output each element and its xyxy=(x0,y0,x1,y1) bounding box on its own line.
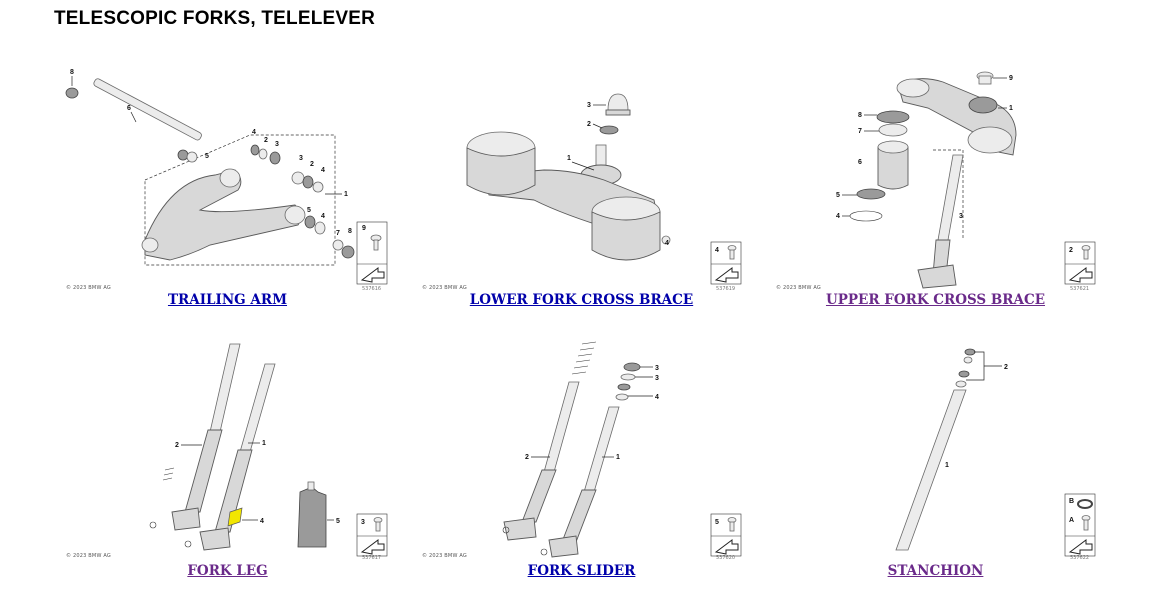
ring-icon xyxy=(1077,499,1093,509)
callout-label: 6 xyxy=(127,105,131,112)
callout-label: 3 xyxy=(299,155,303,162)
diagram-card-upper-fork-cross-brace: 9 8 7 6 5 4 1 3 2 © 2023 BMW AG 537621 U… xyxy=(758,60,1113,322)
callout-label: 3 xyxy=(655,365,659,372)
upper-fork-cross-brace-diagram[interactable]: 9 8 7 6 5 4 1 3 2 xyxy=(758,60,1113,300)
callout-label: 5 xyxy=(836,192,840,199)
diagram-card-fork-slider: 3 3 4 2 1 5 © 2023 BMW AG 537620 FORK SL… xyxy=(404,332,759,594)
copyright-text: © 2023 BMW AG xyxy=(422,285,467,291)
fork-seal-highlight xyxy=(227,507,243,527)
callout-label: 4 xyxy=(836,213,840,220)
diagram-card-lower-fork-cross-brace: 3 2 1 4 4 © 2023 BMW AG 537619 LOWER FOR… xyxy=(404,60,759,322)
diagram-card-trailing-arm: 8 6 4 2 3 5 3 2 4 1 5 4 7 8 9 © 2023 BMW… xyxy=(50,60,405,322)
lower-fork-cross-brace-diagram[interactable]: 3 2 1 4 4 xyxy=(404,60,759,300)
stanchion-link[interactable]: STANCHION xyxy=(887,563,984,579)
callout-label: 4 xyxy=(321,167,325,174)
copyright-text: © 2023 BMW AG xyxy=(66,285,111,291)
part-code: 537622 xyxy=(1070,555,1090,561)
arrow-icon xyxy=(360,539,385,555)
callout-label: 9 xyxy=(1009,75,1013,82)
upper-fork-cross-brace-link[interactable]: UPPER FORK CROSS BRACE xyxy=(825,292,1046,308)
arrow-icon xyxy=(714,267,739,283)
callout-label: 6 xyxy=(858,159,862,166)
callout-label: A xyxy=(1069,517,1074,524)
stanchion-diagram[interactable]: 2 1 B A xyxy=(758,332,1113,572)
diagram-card-stanchion: 2 1 B A 537622 STANCHION xyxy=(758,332,1113,594)
fork-leg-link[interactable]: FORK LEG xyxy=(187,563,268,579)
callout-label: 4 xyxy=(260,518,264,525)
callout-label: 4 xyxy=(715,247,719,254)
callout-label: 8 xyxy=(348,228,352,235)
callout-label: 4 xyxy=(321,213,325,220)
callout-label: 2 xyxy=(1069,247,1073,254)
callout-label: 5 xyxy=(307,207,311,214)
copyright-text: © 2023 BMW AG xyxy=(422,553,467,559)
callout-label: 9 xyxy=(362,225,366,232)
callout-label: 7 xyxy=(336,230,340,237)
callout-label: 5 xyxy=(336,518,340,525)
page-title: TELESCOPIC FORKS, TELELEVER xyxy=(54,8,376,29)
bolt-icon xyxy=(370,234,382,251)
copyright-text: © 2023 BMW AG xyxy=(776,285,821,291)
diagram-card-fork-leg: 2 1 4 5 3 © 2023 BMW AG 537617 FORK LEG xyxy=(50,332,405,594)
callout-label: 2 xyxy=(1004,364,1008,371)
part-code: 537619 xyxy=(716,286,736,292)
callout-label: 3 xyxy=(587,102,591,109)
bolt-icon xyxy=(1081,515,1091,531)
callout-label: 2 xyxy=(310,161,314,168)
callout-label: 1 xyxy=(945,462,949,469)
copyright-text: © 2023 BMW AG xyxy=(66,553,111,559)
bolt-icon xyxy=(727,245,737,260)
fork-slider-link[interactable]: FORK SLIDER xyxy=(527,563,636,579)
callout-label: 4 xyxy=(655,394,659,401)
arrow-icon xyxy=(1068,539,1093,555)
fork-slider-diagram[interactable]: 3 3 4 2 1 5 xyxy=(404,332,759,572)
callout-label: 7 xyxy=(858,128,862,135)
callout-label: 2 xyxy=(175,442,179,449)
callout-label: 2 xyxy=(525,454,529,461)
callout-label: 1 xyxy=(567,155,571,162)
callout-label: 3 xyxy=(275,141,279,148)
part-code: 537621 xyxy=(1070,286,1090,292)
fork-leg-diagram[interactable]: 2 1 4 5 3 xyxy=(50,332,405,572)
callout-label: 4 xyxy=(665,240,669,247)
callout-label: 2 xyxy=(587,121,591,128)
callout-label: 3 xyxy=(959,213,963,220)
callout-label: 8 xyxy=(858,112,862,119)
arrow-icon xyxy=(360,267,385,283)
part-code: 537616 xyxy=(362,286,382,292)
arrow-icon xyxy=(1068,267,1093,283)
callout-label: 1 xyxy=(616,454,620,461)
callout-label: 3 xyxy=(655,375,659,382)
bolt-icon xyxy=(727,517,737,532)
bolt-icon xyxy=(1081,245,1091,260)
callout-label: 3 xyxy=(361,519,365,526)
trailing-arm-diagram[interactable]: 8 6 4 2 3 5 3 2 4 1 5 4 7 8 9 xyxy=(50,60,405,300)
part-code: 537617 xyxy=(362,555,382,561)
callout-label: 5 xyxy=(205,153,209,160)
callout-label: 1 xyxy=(1009,105,1013,112)
bolt-icon xyxy=(373,517,383,532)
trailing-arm-link[interactable]: TRAILING ARM xyxy=(167,292,288,308)
callout-label: B xyxy=(1069,498,1074,505)
callout-label: 1 xyxy=(344,191,348,198)
callout-label: 5 xyxy=(715,519,719,526)
callout-label: 1 xyxy=(262,440,266,447)
callout-label: 4 xyxy=(252,129,256,136)
callout-label: 8 xyxy=(70,69,74,76)
arrow-icon xyxy=(714,539,739,555)
lower-fork-cross-brace-link[interactable]: LOWER FORK CROSS BRACE xyxy=(469,292,694,308)
part-code: 537620 xyxy=(716,555,736,561)
callout-label: 2 xyxy=(264,137,268,144)
